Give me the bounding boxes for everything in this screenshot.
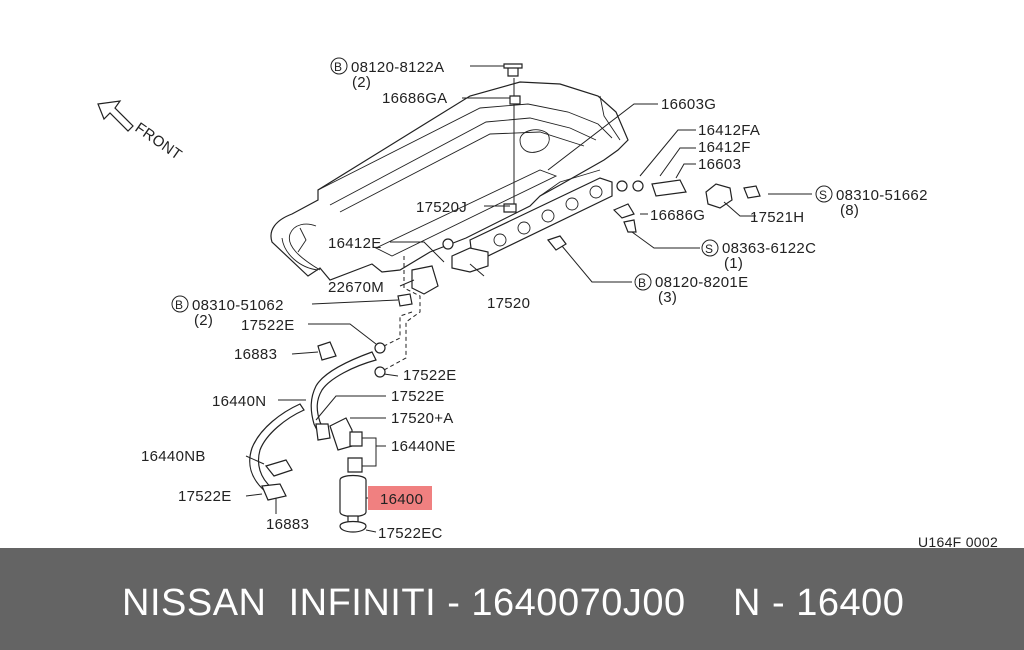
label-16400: 16400: [380, 491, 423, 508]
label-16603: 16603: [698, 156, 741, 173]
catalog-number: N - 16400: [733, 582, 905, 624]
label-16440N: 16440N: [212, 393, 266, 410]
badge-b-08120-8201E: B: [634, 273, 652, 291]
parts-diagram: FRONT: [97, 57, 998, 548]
label-16440NE: 16440NE: [391, 438, 456, 455]
label-08310-51662: 08310-51662: [836, 187, 928, 204]
badge-b-08120-8122A: B: [330, 57, 348, 75]
engine-outline: [270, 81, 629, 281]
footer-banner: NISSAN INFINITI - 1640070J00 N - 16400: [0, 548, 1024, 650]
svg-text:B: B: [334, 60, 342, 74]
label-16883-a: 16883: [234, 346, 277, 363]
label-16412E: 16412E: [328, 235, 382, 252]
label-08120-8201E-qty: (3): [658, 289, 677, 306]
svg-text:B: B: [175, 298, 183, 312]
label-16412F: 16412F: [698, 139, 751, 156]
badge-s-08363-6122C: S: [701, 239, 719, 257]
label-17522EC: 17522EC: [378, 525, 443, 542]
label-22670M: 22670M: [328, 279, 384, 296]
label-17521H: 17521H: [750, 209, 804, 226]
svg-text:S: S: [819, 188, 827, 202]
label-16603G: 16603G: [661, 96, 716, 113]
highlight-16400: [368, 486, 432, 510]
label-08120-8201E: 08120-8201E: [655, 274, 748, 291]
svg-text:S: S: [705, 242, 713, 256]
label-08120-8122A: 08120-8122A: [351, 59, 444, 76]
leader-lines: [245, 65, 812, 533]
label-08310-51662-qty: (8): [840, 202, 859, 219]
badge-s-08310-51662: S: [815, 185, 833, 203]
fuel-rail: [442, 63, 613, 273]
regulator-parts: [612, 179, 761, 233]
label-16440NB: 16440NB: [141, 448, 206, 465]
label-17520A: 17520+A: [391, 410, 454, 427]
svg-text:B: B: [638, 276, 646, 290]
diagram-code: U164F 0002: [918, 534, 998, 548]
label-16686GA: 16686GA: [382, 90, 447, 107]
label-17520J: 17520J: [416, 199, 467, 216]
label-17522E-c: 17522E: [391, 388, 445, 405]
label-17522E-a: 17522E: [241, 317, 295, 334]
label-08363-6122C: 08363-6122C: [722, 240, 816, 257]
fuel-hoses: [249, 256, 439, 533]
label-08120-8122A-qty: (2): [352, 74, 371, 91]
front-label: FRONT: [132, 119, 185, 163]
badge-b-08310-51062: B: [171, 295, 189, 313]
front-arrow: FRONT: [97, 100, 185, 164]
label-16412FA: 16412FA: [698, 122, 760, 139]
label-17522E-d: 17522E: [178, 488, 232, 505]
label-08310-51062-qty: (2): [194, 312, 213, 329]
label-17520: 17520: [487, 295, 530, 312]
label-16883-b: 16883: [266, 516, 309, 533]
label-08310-51062: 08310-51062: [192, 297, 284, 314]
label-17522E-b: 17522E: [403, 367, 457, 384]
label-08363-6122C-qty: (1): [724, 255, 743, 272]
label-16686G: 16686G: [650, 207, 705, 224]
brand-part-number: NISSAN INFINITI - 1640070J00: [122, 582, 686, 624]
